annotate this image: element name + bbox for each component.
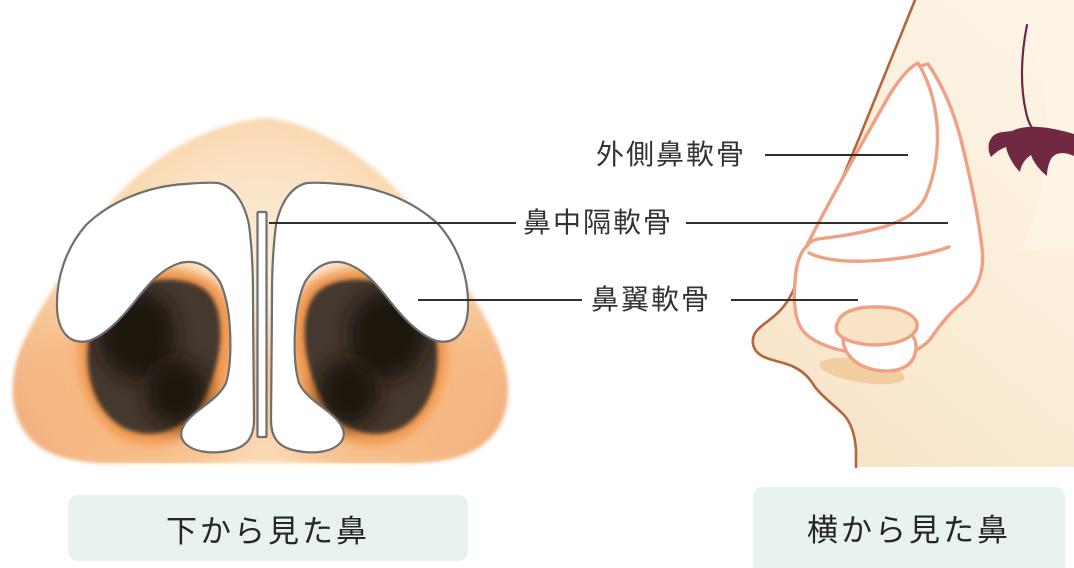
- caption-bottom-view: 下から見た鼻: [68, 495, 468, 561]
- caption-bottom-view-text: 下から見た鼻: [166, 513, 370, 550]
- eyelashes: [988, 126, 1074, 176]
- alar-cartilage-shape-right: [269, 181, 470, 454]
- leader-line-lateral-right: [765, 154, 908, 156]
- alar-cartilage-curl: [834, 305, 919, 347]
- side-view-illustration: [751, 0, 1074, 469]
- label-septal-nasal-cartilage: 鼻中隔軟骨: [523, 206, 674, 239]
- caption-side-view-text: 横から見た鼻: [807, 513, 1011, 549]
- nostril-depth-shadow: [319, 359, 379, 425]
- profile-face-outline: [751, 0, 917, 469]
- septum-cartilage-strip: [256, 210, 268, 439]
- leader-line-septal-left: [269, 222, 516, 224]
- label-lateral-nasal-cartilage: 外側鼻軟骨: [596, 138, 747, 171]
- alar-crease-line: [807, 245, 951, 263]
- leader-line-alar-left: [418, 299, 582, 301]
- leader-line-alar-right: [731, 299, 858, 301]
- label-alar-cartilage: 鼻翼軟骨: [591, 283, 712, 316]
- caption-side-view: 横から見た鼻: [753, 487, 1065, 568]
- alar-cartilage-shape-left: [55, 181, 256, 454]
- leader-line-septal-right: [686, 222, 948, 224]
- bottom-view-illustration: [12, 118, 509, 463]
- nostril-depth-shadow: [146, 359, 206, 425]
- eyelid-highlight: [994, 0, 1074, 250]
